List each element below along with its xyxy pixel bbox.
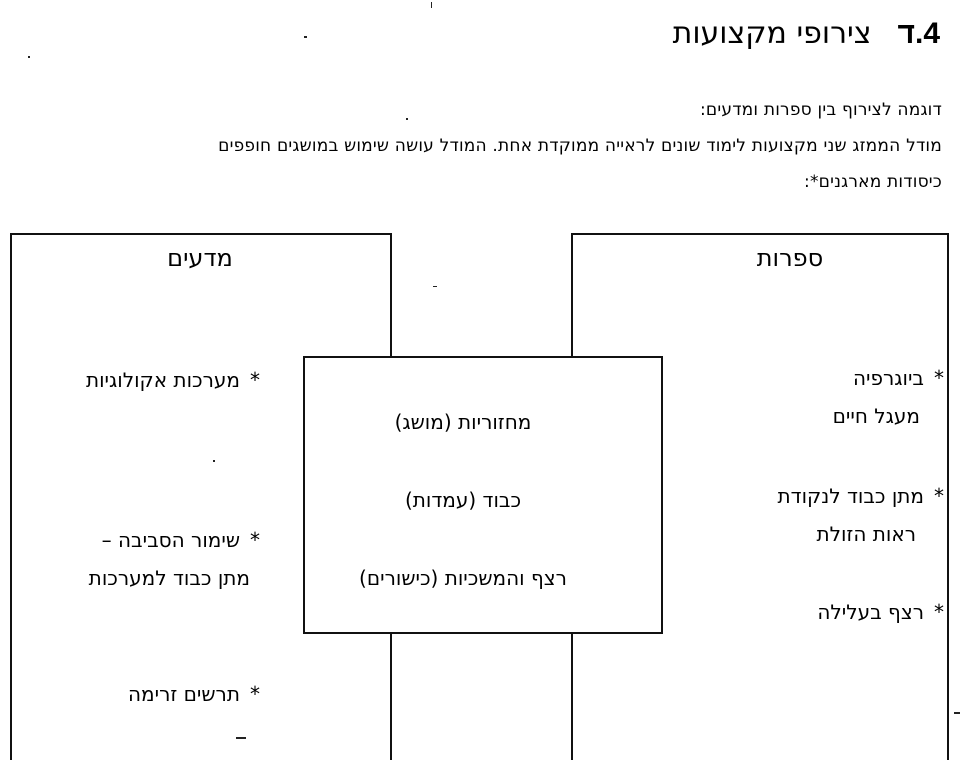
sciences-item-1-text: מערכות אקולוגיות [85,368,240,392]
bullet-star-icon: * [250,528,260,552]
literature-item-2: * מתן כבוד לנקודת [778,484,944,508]
bullet-star-icon: * [934,600,944,624]
scan-speck [213,460,215,462]
scan-speck [406,118,408,120]
bullet-star-icon: * [250,368,260,392]
bullet-star-icon: * [250,682,260,706]
scan-speck [431,2,432,8]
bullet-star-icon: * [934,484,944,508]
bullet-star-icon: * [934,366,944,390]
sciences-title: מדעים [167,244,233,272]
sciences-item-3-text: תרשים זרימה [127,682,240,706]
sciences-item-2: * שימור הסביבה – [102,528,260,552]
literature-item-3-text: רצף בעלילה [817,600,924,624]
intro-line-2: מודל הממזג שני מקצועות לימוד שונים לראיי… [218,136,942,156]
shared-concept-3: רצף והמשכיות (כישורים) [359,566,567,590]
scan-speck [954,712,960,714]
sciences-item-2-text: שימור הסביבה – [101,528,240,552]
literature-item-2-text: מתן כבוד לנקודת [777,484,924,508]
shared-concept-2: כבוד (עמדות) [404,488,522,512]
section-title: צירופי מקצועות [672,16,872,51]
shared-concept-1: מחזוריות (מושג) [394,410,532,434]
intro-line-3: כיסודות מארגנים*: [804,172,942,192]
sciences-item-2-line-2: מתן כבוד למערכות [88,566,250,590]
section-heading: 4.ד צירופי מקצועות [673,16,940,51]
literature-item-1: * ביוגרפיה [853,366,944,390]
sciences-item-3: * תרשים זרימה [128,682,260,706]
intro-line-1: דוגמה לצירוף בין ספרות ומדעים: [699,100,942,120]
shared-concepts-box: מחזוריות (מושג) כבוד (עמדות) רצף והמשכיו… [303,356,663,634]
scan-speck [304,36,307,38]
literature-item-1-line-2: מעגל חיים [832,404,920,428]
section-number: 4.ד [897,17,940,50]
literature-item-3: * רצף בעלילה [817,600,944,624]
scan-speck [433,286,437,287]
sciences-item-1: * מערכות אקולוגיות [86,368,260,392]
scan-speck [28,56,30,58]
scan-speck [236,737,246,739]
literature-item-2-line-2: ראות הזולת [816,522,916,546]
literature-title: ספרות [756,244,824,272]
literature-item-1-text: ביוגרפיה [852,366,924,390]
